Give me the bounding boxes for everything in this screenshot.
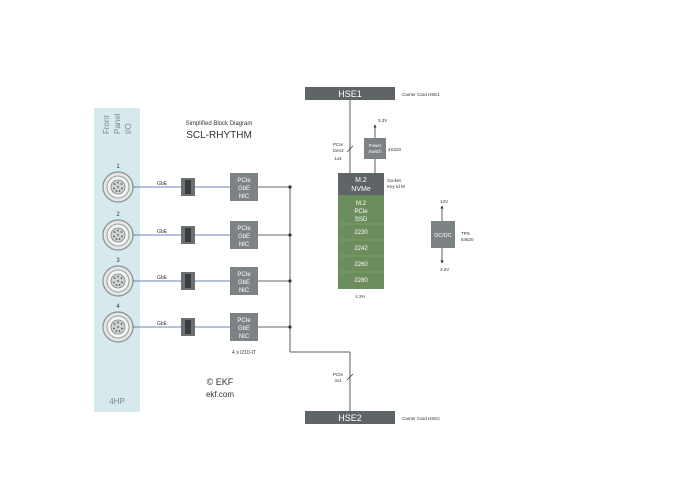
m2-socket-side-1: Socket xyxy=(387,178,402,183)
pcie-top-label-3: 1x4 xyxy=(334,156,342,161)
gbe-link-label: GbE xyxy=(157,321,168,327)
power-switch-label-2: Switch xyxy=(368,149,382,154)
nic-box xyxy=(230,313,258,341)
m2-socket-box xyxy=(338,173,384,195)
caption-line-1: Simplified Block Diagram xyxy=(186,121,253,127)
pcie-top-label-1: PCIe xyxy=(333,142,344,147)
ssd-size-label: 2242 xyxy=(354,246,368,252)
m2-socket-side-2: Key Id M xyxy=(387,184,405,189)
m12-connector-icon xyxy=(102,171,134,203)
power-switch-part: 4S320 xyxy=(388,147,402,152)
caption-line-2: SCL-RHYTHM xyxy=(186,130,252,141)
nic-box xyxy=(230,173,258,201)
magnetics-icon xyxy=(181,226,195,244)
port-number: 2 xyxy=(116,212,120,218)
pcie-top-label-2: Gen3 xyxy=(332,148,344,153)
ssd-sizes: 2230 2242 2260 2280 xyxy=(338,223,384,284)
hse2-connector xyxy=(305,411,395,424)
power-switch-box xyxy=(364,138,386,159)
hse1-connector xyxy=(305,87,395,100)
ssd-size-label: 2230 xyxy=(354,230,368,236)
pcie-bottom-label-2: 4x1 xyxy=(334,378,342,383)
m2-socket-label-2: NVMe xyxy=(351,186,371,193)
nic-label: NIC xyxy=(239,242,250,248)
dcdc-box xyxy=(431,221,455,248)
dcdc-part-1: TPS xyxy=(461,231,470,236)
hse2-label: HSE2 xyxy=(338,413,362,423)
gbe-link-label: GbE xyxy=(157,229,168,235)
nic-label: GbE xyxy=(238,186,250,192)
nic-label: GbE xyxy=(238,326,250,332)
nic-note: 4 x I210-IT xyxy=(232,350,256,356)
gbe-link-label: GbE xyxy=(157,181,168,187)
dcdc-output-label: 3.3V xyxy=(440,267,449,272)
nic-label: PCIe xyxy=(237,272,251,278)
nic-box xyxy=(230,221,258,249)
nic-label: PCIe xyxy=(237,226,251,232)
nic-label: NIC xyxy=(239,288,250,294)
pcie-bottom-label-1: PCIe xyxy=(333,372,344,377)
ssd-size-label: 2280 xyxy=(354,278,368,284)
front-panel-title-3: I/O xyxy=(124,123,133,134)
port-number: 3 xyxy=(116,258,120,264)
hse1-note: Carrier Card HSE1 xyxy=(402,92,440,97)
ssd-label-2: PCIe xyxy=(354,209,368,215)
front-panel-title-1: Front xyxy=(102,115,111,134)
ssd-size-label: 2260 xyxy=(354,262,368,268)
m12-connector-icon xyxy=(102,311,134,343)
power-switch-label-1: Power xyxy=(369,143,382,148)
nic-label: PCIe xyxy=(237,178,251,184)
copyright-line-1: © EKF xyxy=(207,377,234,387)
front-panel: Front Panel I/O 4HP xyxy=(94,108,140,412)
magnetics-icon xyxy=(181,272,195,290)
m12-connector-icon xyxy=(102,219,134,251)
port-number: 4 xyxy=(116,304,120,310)
port-number: 1 xyxy=(116,164,120,170)
dcdc-label: DC/DC xyxy=(434,233,451,239)
magnetics-icon xyxy=(181,318,195,336)
ssd-label-3: SSD xyxy=(355,217,368,223)
front-panel-width-label: 4HP xyxy=(109,397,125,406)
pcie-top-slash xyxy=(346,145,354,153)
hse1-label: HSE1 xyxy=(338,89,362,99)
nic-label: NIC xyxy=(239,194,250,200)
nic-label: PCIe xyxy=(237,318,251,324)
front-panel-title-2: Panel xyxy=(113,113,122,134)
m12-connector-icon xyxy=(102,265,134,297)
ssd-box xyxy=(338,195,384,289)
ssd-label-1: M.2 xyxy=(356,201,367,207)
nic-label: NIC xyxy=(239,334,250,340)
gbe-link-label: GbE xyxy=(157,275,168,281)
nic-box xyxy=(230,267,258,295)
ssd-note: 4 2H xyxy=(355,294,365,299)
dcdc-part-2: 54620 xyxy=(461,237,474,242)
copyright-line-2: ekf.com xyxy=(206,390,234,399)
pcie-bottom-slash xyxy=(346,373,354,381)
hse2-note: Carrier Card HSE2 xyxy=(402,416,440,421)
magnetics-icon xyxy=(181,178,195,196)
dcdc-input-label: 12V xyxy=(440,199,448,204)
nic-label: GbE xyxy=(238,234,250,240)
m2-socket-label-1: M.2 xyxy=(355,177,367,184)
nic-label: GbE xyxy=(238,280,250,286)
power-supply-label: 3.3V xyxy=(378,118,387,123)
